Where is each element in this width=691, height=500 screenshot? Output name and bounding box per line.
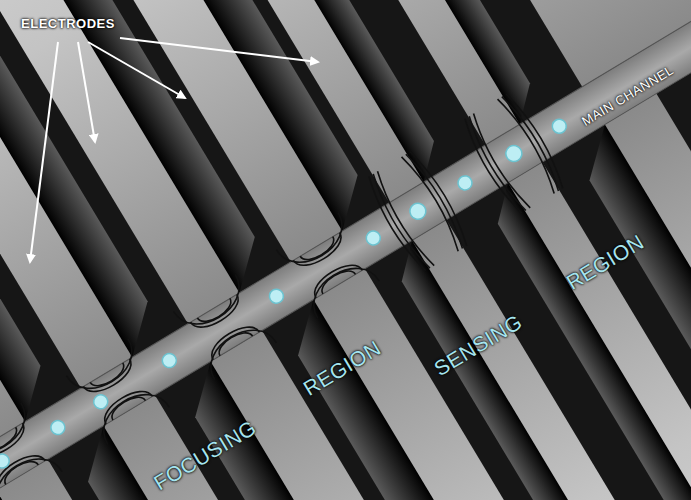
sensing-field-lines (363, 90, 569, 274)
region-label: REGION (299, 336, 384, 400)
focusing-field-lines (0, 212, 379, 500)
region-label: FOCUSING (150, 416, 260, 495)
region-label: REGION (562, 230, 647, 294)
electrodes-label: ELECTRODES (21, 17, 115, 31)
region-label: SENSING (430, 310, 526, 380)
channel-label: MAIN CHANNEL (580, 63, 677, 129)
electrode-leader-lines (30, 38, 318, 262)
particles (0, 116, 569, 472)
